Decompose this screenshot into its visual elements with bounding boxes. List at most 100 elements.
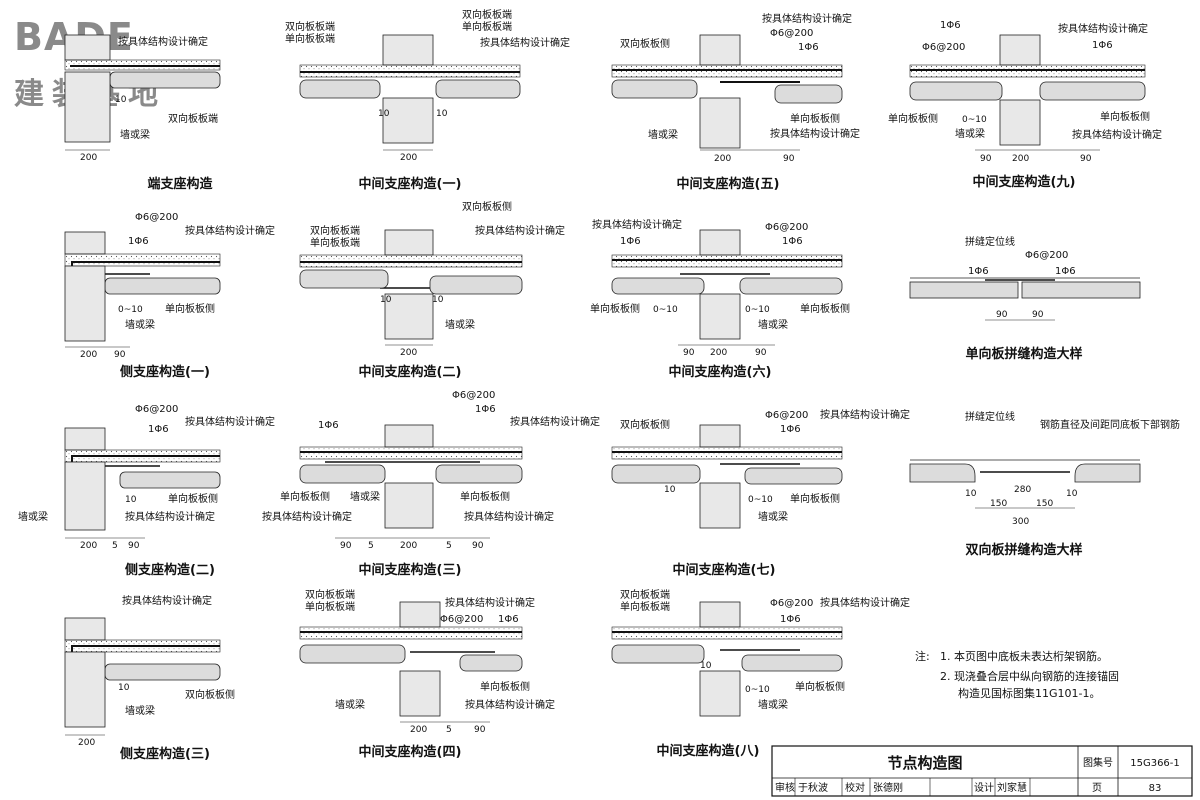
svg-text:墙或梁: 墙或梁 <box>758 510 788 523</box>
svg-text:0~10: 0~10 <box>745 305 770 315</box>
svg-text:200: 200 <box>400 153 417 163</box>
svg-text:90: 90 <box>783 154 795 164</box>
svg-text:1Φ6: 1Φ6 <box>318 420 339 431</box>
svg-text:双向板板端: 双向板板端 <box>462 8 512 21</box>
reviewer-name: 于秋波 <box>798 781 828 794</box>
detail-side-1: Φ6@200 1Φ6 按具体结构设计确定 0~10 单向板板侧 墙或梁 200 … <box>64 212 275 380</box>
caption-end-support: 端支座构造 <box>147 176 213 192</box>
svg-text:90: 90 <box>996 310 1008 320</box>
svg-text:Φ6@200: Φ6@200 <box>770 598 813 609</box>
svg-text:90: 90 <box>1080 154 1092 164</box>
svg-text:Φ6@200: Φ6@200 <box>135 404 178 415</box>
caption-mid-2: 中间支座构造(二) <box>359 364 462 380</box>
svg-text:200: 200 <box>710 348 727 358</box>
svg-text:拼缝定位线: 拼缝定位线 <box>965 235 1015 248</box>
svg-text:200: 200 <box>1012 154 1029 164</box>
svg-text:单向板板端: 单向板板端 <box>305 600 355 613</box>
svg-text:按具体结构设计确定: 按具体结构设计确定 <box>465 698 555 711</box>
svg-text:1Φ6: 1Φ6 <box>475 404 496 415</box>
caption-seam-two-way: 双向板拼缝构造大样 <box>965 542 1082 558</box>
svg-text:1Φ6: 1Φ6 <box>782 236 803 247</box>
svg-text:90: 90 <box>980 154 992 164</box>
svg-text:1Φ6: 1Φ6 <box>498 614 519 625</box>
svg-text:200: 200 <box>714 154 731 164</box>
detail-mid-6: 按具体结构设计确定 1Φ6 Φ6@200 1Φ6 单向板板侧 单向板板侧 0~1… <box>590 218 850 380</box>
notes: 注: 1. 本页图中底板未表达桁架钢筋。 2. 现浇叠合层中纵向钢筋的连接锚固 … <box>915 649 1119 700</box>
caption-side-3: 侧支座构造(三) <box>120 746 210 762</box>
caption-mid-5: 中间支座构造(五) <box>677 176 780 192</box>
svg-text:墙或梁: 墙或梁 <box>125 318 155 331</box>
detail-seam-one-way: 拼缝定位线 Φ6@200 1Φ6 1Φ6 90 90 单向板拼缝构造大样 <box>909 235 1141 362</box>
svg-text:200: 200 <box>410 725 427 735</box>
svg-text:90: 90 <box>755 348 767 358</box>
dim-10: 10 <box>115 95 127 105</box>
svg-text:单向板板侧: 单向板板侧 <box>790 492 840 505</box>
precast-slab <box>109 71 221 89</box>
svg-text:双向板板端: 双向板板端 <box>285 20 335 33</box>
svg-text:Φ6@200: Φ6@200 <box>1025 250 1068 261</box>
svg-text:10: 10 <box>125 495 137 505</box>
svg-text:150: 150 <box>990 499 1007 509</box>
caption-side-2: 侧支座构造(二) <box>125 562 215 578</box>
svg-text:10: 10 <box>700 661 712 671</box>
detail-mid-5: 双向板板侧 按具体结构设计确定 Φ6@200 1Φ6 单向板板侧 按具体结构设计… <box>611 12 860 192</box>
svg-text:按具体结构设计确定: 按具体结构设计确定 <box>1072 128 1162 141</box>
svg-text:单向板板侧: 单向板板侧 <box>795 680 845 693</box>
detail-seam-two-way: 拼缝定位线 钢筋直径及间距同底板下部钢筋 10 280 10 150 150 3… <box>909 410 1180 558</box>
svg-text:1Φ6: 1Φ6 <box>798 42 819 53</box>
svg-text:墙或梁: 墙或梁 <box>648 128 678 141</box>
caption-mid-1: 中间支座构造(一) <box>359 176 462 192</box>
svg-text:双向板板端: 双向板板端 <box>620 588 670 601</box>
note-1: 1. 本页图中底板未表达桁架钢筋。 <box>940 649 1108 663</box>
dim-200: 200 <box>80 153 97 163</box>
svg-text:按具体结构设计确定: 按具体结构设计确定 <box>185 224 275 237</box>
svg-text:按具体结构设计确定: 按具体结构设计确定 <box>762 12 852 25</box>
atlas-label: 图集号 <box>1083 756 1113 769</box>
svg-text:200: 200 <box>80 541 97 551</box>
svg-text:90: 90 <box>114 350 126 360</box>
svg-text:0~10: 0~10 <box>962 115 987 125</box>
svg-text:单向板板侧: 单向板板侧 <box>590 302 640 315</box>
page-label: 页 <box>1092 782 1102 794</box>
label-by-design: 按具体结构设计确定 <box>118 35 208 48</box>
svg-text:Φ6@200: Φ6@200 <box>770 28 813 39</box>
caption-mid-9: 中间支座构造(九) <box>973 174 1076 190</box>
svg-text:0~10: 0~10 <box>653 305 678 315</box>
caption-mid-4: 中间支座构造(四) <box>359 744 462 760</box>
title-block-title: 节点构造图 <box>887 754 962 772</box>
svg-text:280: 280 <box>1014 485 1031 495</box>
svg-text:按具体结构设计确定: 按具体结构设计确定 <box>464 510 554 523</box>
svg-text:1Φ6: 1Φ6 <box>148 424 169 435</box>
svg-text:10: 10 <box>436 109 448 119</box>
detail-mid-4: 双向板板端 单向板板端 按具体结构设计确定 Φ6@200 1Φ6 单向板板侧 按… <box>299 588 555 760</box>
svg-text:1Φ6: 1Φ6 <box>620 236 641 247</box>
svg-text:5: 5 <box>368 541 374 551</box>
detail-mid-1: 双向板板端 单向板板端 双向板板端 单向板板端 按具体结构设计确定 10 10 … <box>285 8 570 192</box>
caption-mid-3: 中间支座构造(三) <box>359 562 462 578</box>
svg-text:墙或梁: 墙或梁 <box>350 490 380 503</box>
svg-text:按具体结构设计确定: 按具体结构设计确定 <box>1058 22 1148 35</box>
detail-mid-7: 双向板板侧 Φ6@200 1Φ6 按具体结构设计确定 10 0~10 单向板板侧… <box>611 408 910 578</box>
svg-text:150: 150 <box>1036 499 1053 509</box>
detail-mid-2: 双向板板端 单向板板端 双向板板侧 按具体结构设计确定 墙或梁 10 10 20… <box>299 200 565 380</box>
svg-text:0~10: 0~10 <box>745 685 770 695</box>
svg-text:按具体结构设计确定: 按具体结构设计确定 <box>770 127 860 140</box>
svg-text:Φ6@200: Φ6@200 <box>440 614 483 625</box>
svg-text:墙或梁: 墙或梁 <box>758 318 788 331</box>
svg-text:90: 90 <box>1032 310 1044 320</box>
svg-text:双向板板侧: 双向板板侧 <box>462 200 512 213</box>
svg-text:单向板板侧: 单向板板侧 <box>460 490 510 503</box>
svg-text:Φ6@200: Φ6@200 <box>452 390 495 401</box>
designer-name: 刘家慧 <box>997 781 1027 794</box>
svg-text:墙或梁: 墙或梁 <box>335 698 365 711</box>
caption-seam-one-way: 单向板拼缝构造大样 <box>965 346 1082 362</box>
svg-text:5: 5 <box>112 541 118 551</box>
svg-text:按具体结构设计确定: 按具体结构设计确定 <box>475 224 565 237</box>
svg-text:单向板板侧: 单向板板侧 <box>800 302 850 315</box>
svg-text:双向板板端: 双向板板端 <box>310 224 360 237</box>
svg-text:Φ6@200: Φ6@200 <box>135 212 178 223</box>
detail-side-2: Φ6@200 1Φ6 按具体结构设计确定 10 单向板板侧 按具体结构设计确定 … <box>18 404 275 578</box>
svg-text:单向板板侧: 单向板板侧 <box>888 112 938 125</box>
